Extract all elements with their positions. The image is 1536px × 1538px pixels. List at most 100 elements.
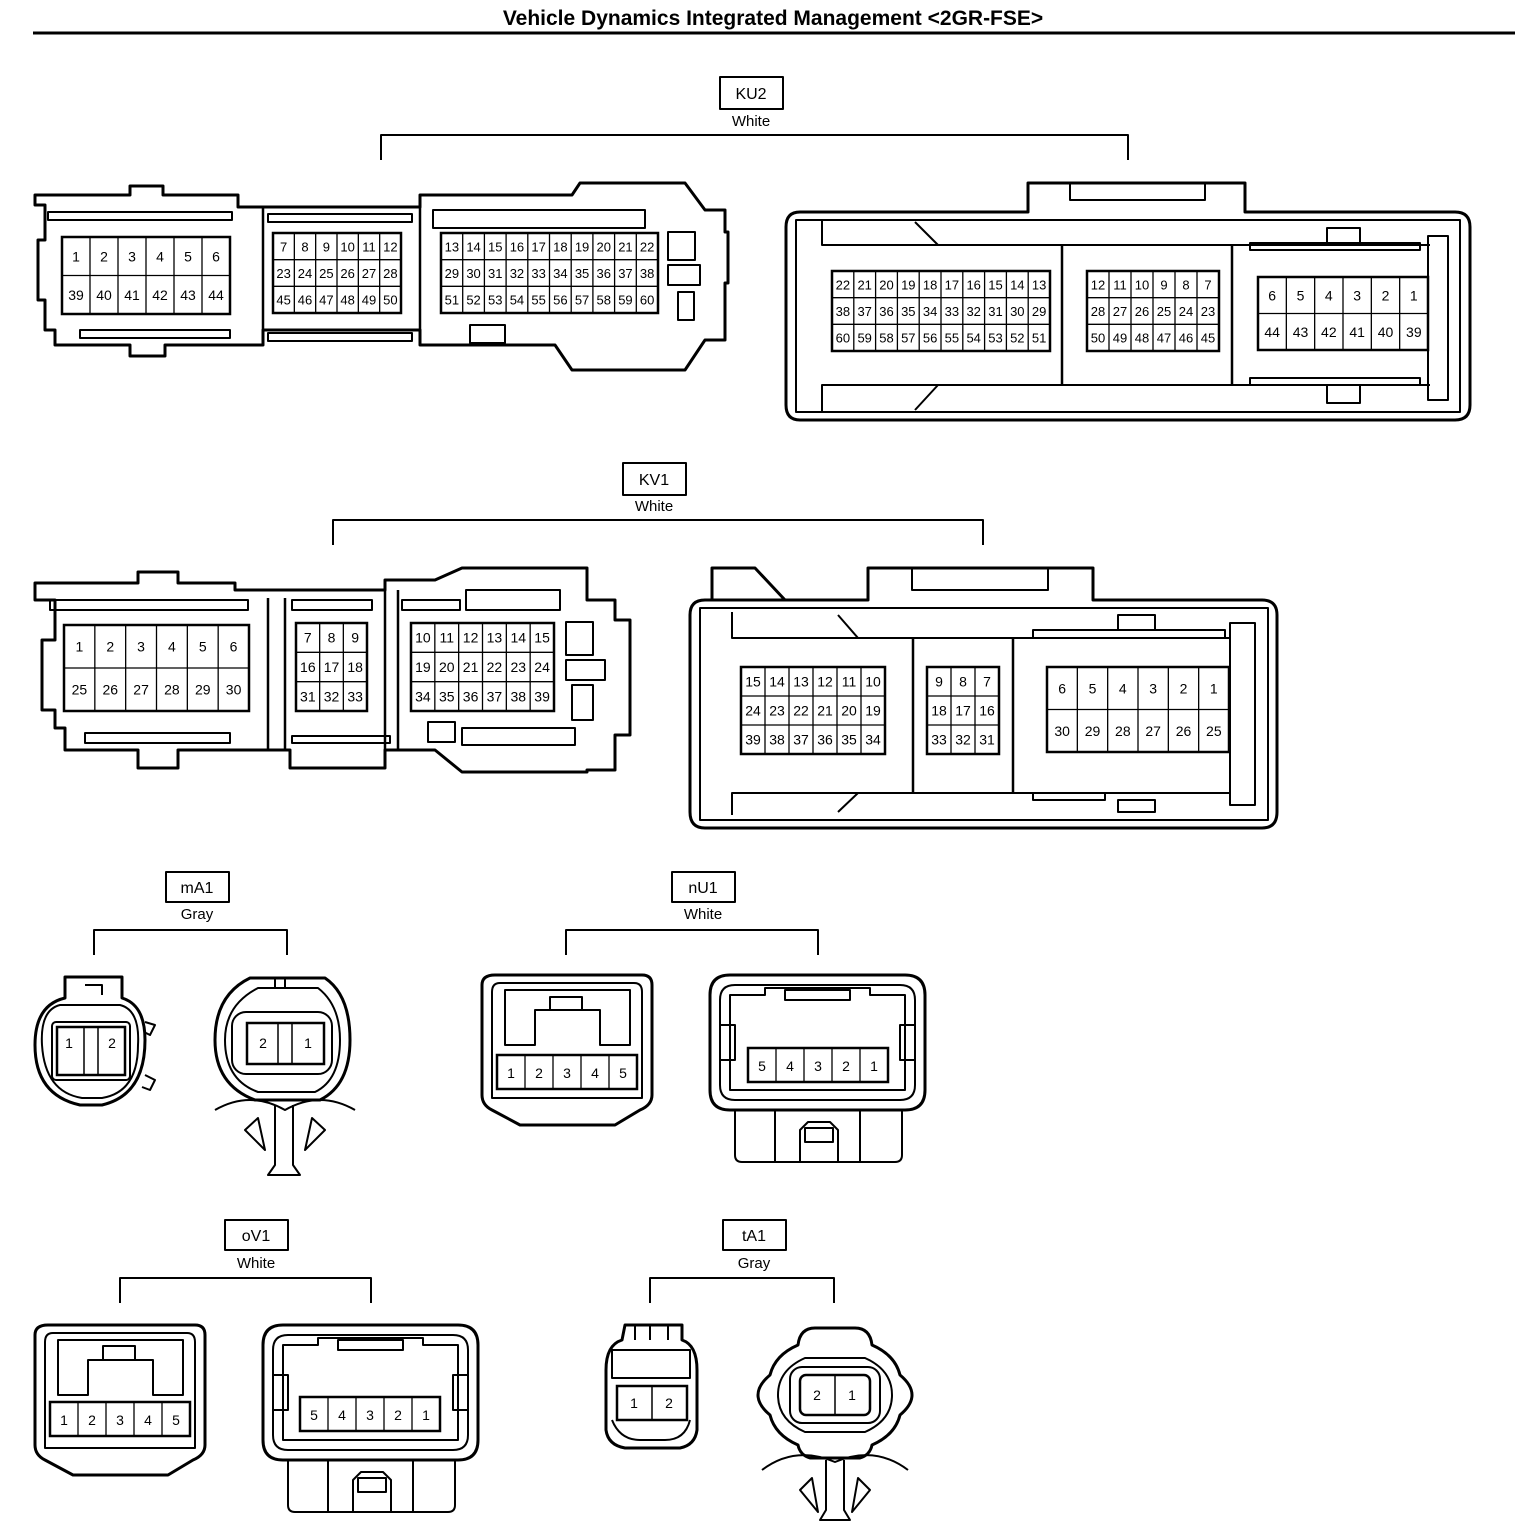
ku2-female-pin: 17 [945, 277, 959, 292]
kv1-male-pin: 9 [351, 630, 359, 646]
ma1-female-connector: 2 1 [213, 976, 356, 1176]
kv1-male-pin: 36 [463, 688, 479, 704]
ku2-male-pin: 39 [68, 287, 84, 303]
ku2-male-pin: 59 [618, 293, 632, 308]
kv1-male-pin: 30 [226, 682, 242, 698]
ov1-male-pin: 1 [60, 1412, 68, 1428]
ma1-color-label: Gray [181, 906, 214, 923]
kv1-male-pin: 1 [76, 639, 84, 655]
ku2-male-pin: 2 [100, 248, 108, 264]
kv1-male-pin: 18 [347, 659, 363, 675]
ku2-male-pin: 25 [319, 266, 333, 281]
kv1-female-pin: 22 [793, 703, 809, 719]
ov1-code-label: oV1 [242, 1228, 271, 1245]
kv1-male-pin: 3 [137, 639, 145, 655]
kv1-male-pin: 8 [328, 630, 336, 646]
nu1-female-pin: 5 [758, 1058, 766, 1074]
kv1-male-pin: 2 [106, 639, 114, 655]
ku2-female-pin: 11 [1113, 277, 1127, 292]
kv1-male-pin: 39 [534, 688, 550, 704]
ku2-male-pin: 17 [531, 239, 545, 254]
kv1-male-pin: 38 [510, 688, 526, 704]
ku2-female-pin: 9 [1160, 277, 1167, 292]
ku2-female-pin: 28 [1091, 304, 1105, 319]
kv1-male-pin: 23 [510, 659, 526, 675]
ku2-female-pin: 54 [966, 331, 980, 346]
ku2-male-pin: 3 [128, 248, 136, 264]
ku2-male-pin: 6 [212, 248, 220, 264]
ku2-female-pin: 4 [1325, 287, 1333, 303]
ku2-female-pin: 13 [1032, 277, 1046, 292]
nu1-code-label: nU1 [688, 880, 717, 897]
kv1-female-pin: 33 [931, 732, 947, 748]
nu1-male-pin: 2 [535, 1065, 543, 1081]
ku2-male-pin: 34 [553, 266, 567, 281]
kv1-male-pin: 10 [415, 630, 431, 646]
ta1-male-pin: 1 [630, 1395, 638, 1411]
kv1-female-pin: 39 [745, 732, 761, 748]
ku2-female-pin: 21 [857, 277, 871, 292]
ku2-male-pin: 15 [488, 239, 502, 254]
ta1-female-pin: 2 [813, 1387, 821, 1403]
ma1-female-pin: 2 [259, 1035, 267, 1051]
ku2-female-pin: 40 [1378, 324, 1394, 340]
kv1-female-pin: 18 [931, 703, 947, 719]
kv1-female-pin: 36 [817, 732, 833, 748]
ku2-male-pin: 12 [383, 239, 397, 254]
ku2-female-pin: 43 [1293, 324, 1309, 340]
kv1-male-pin: 26 [102, 682, 118, 698]
ku2-female-pin: 1 [1410, 287, 1418, 303]
ku2-female-pin: 46 [1179, 331, 1193, 346]
kv1-female-pin: 37 [793, 732, 809, 748]
ku2-female-pin: 7 [1204, 277, 1211, 292]
kv1-female-pin: 28 [1115, 723, 1131, 739]
nu1-color-label: White [684, 906, 722, 923]
kv1-female-pin: 7 [983, 674, 991, 690]
ku2-male-pin: 51 [445, 293, 459, 308]
ku2-female-pin: 27 [1113, 304, 1127, 319]
kv1-male-pin: 6 [230, 639, 238, 655]
ku2-male-pin: 24 [298, 266, 312, 281]
kv1-female-pin: 13 [793, 674, 809, 690]
nu1-male-pin: 1 [507, 1065, 515, 1081]
ku2-male-pin: 20 [597, 239, 611, 254]
ku2-female-pin: 57 [901, 331, 915, 346]
ku2-male-pin: 30 [466, 266, 480, 281]
kv1-male-pin: 34 [415, 688, 431, 704]
ku2-male-pin: 37 [618, 266, 632, 281]
kv1-female-pin: 26 [1176, 723, 1192, 739]
ku2-male-pin: 48 [340, 293, 354, 308]
ov1-male-pin: 2 [88, 1412, 96, 1428]
ku2-female-pin: 15 [988, 277, 1002, 292]
kv1-female-pin: 19 [865, 703, 881, 719]
kv1-female-pin: 14 [769, 674, 785, 690]
ku2-male-pin: 9 [323, 239, 330, 254]
ku2-male-pin: 31 [488, 266, 502, 281]
ku2-female-pin: 6 [1268, 287, 1276, 303]
ov1-male-pin: 4 [144, 1412, 152, 1428]
ku2-female-pin: 29 [1032, 304, 1046, 319]
ku2-male-pin: 5 [184, 248, 192, 264]
kv1-female-pin: 31 [979, 732, 995, 748]
ku2-female-pin: 60 [836, 331, 850, 346]
ku2-male-pin: 38 [640, 266, 654, 281]
ku2-male-pin: 45 [276, 293, 290, 308]
kv1-female-pin: 38 [769, 732, 785, 748]
ma1-connector-group: mA1 Gray 1 2 2 [33, 871, 356, 1176]
ku2-male-pin: 14 [466, 239, 480, 254]
nu1-female-pin: 3 [814, 1058, 822, 1074]
ku2-code-label: KU2 [735, 86, 766, 103]
ku2-female-pin: 53 [988, 331, 1002, 346]
ku2-female-pin: 41 [1349, 324, 1365, 340]
ma1-female-pin: 1 [304, 1035, 312, 1051]
ku2-female-pin: 45 [1201, 331, 1215, 346]
nu1-male-pin: 5 [619, 1065, 627, 1081]
kv1-female-pin: 32 [955, 732, 971, 748]
ku2-male-pin: 42 [152, 287, 168, 303]
ku2-female-pin: 38 [836, 304, 850, 319]
